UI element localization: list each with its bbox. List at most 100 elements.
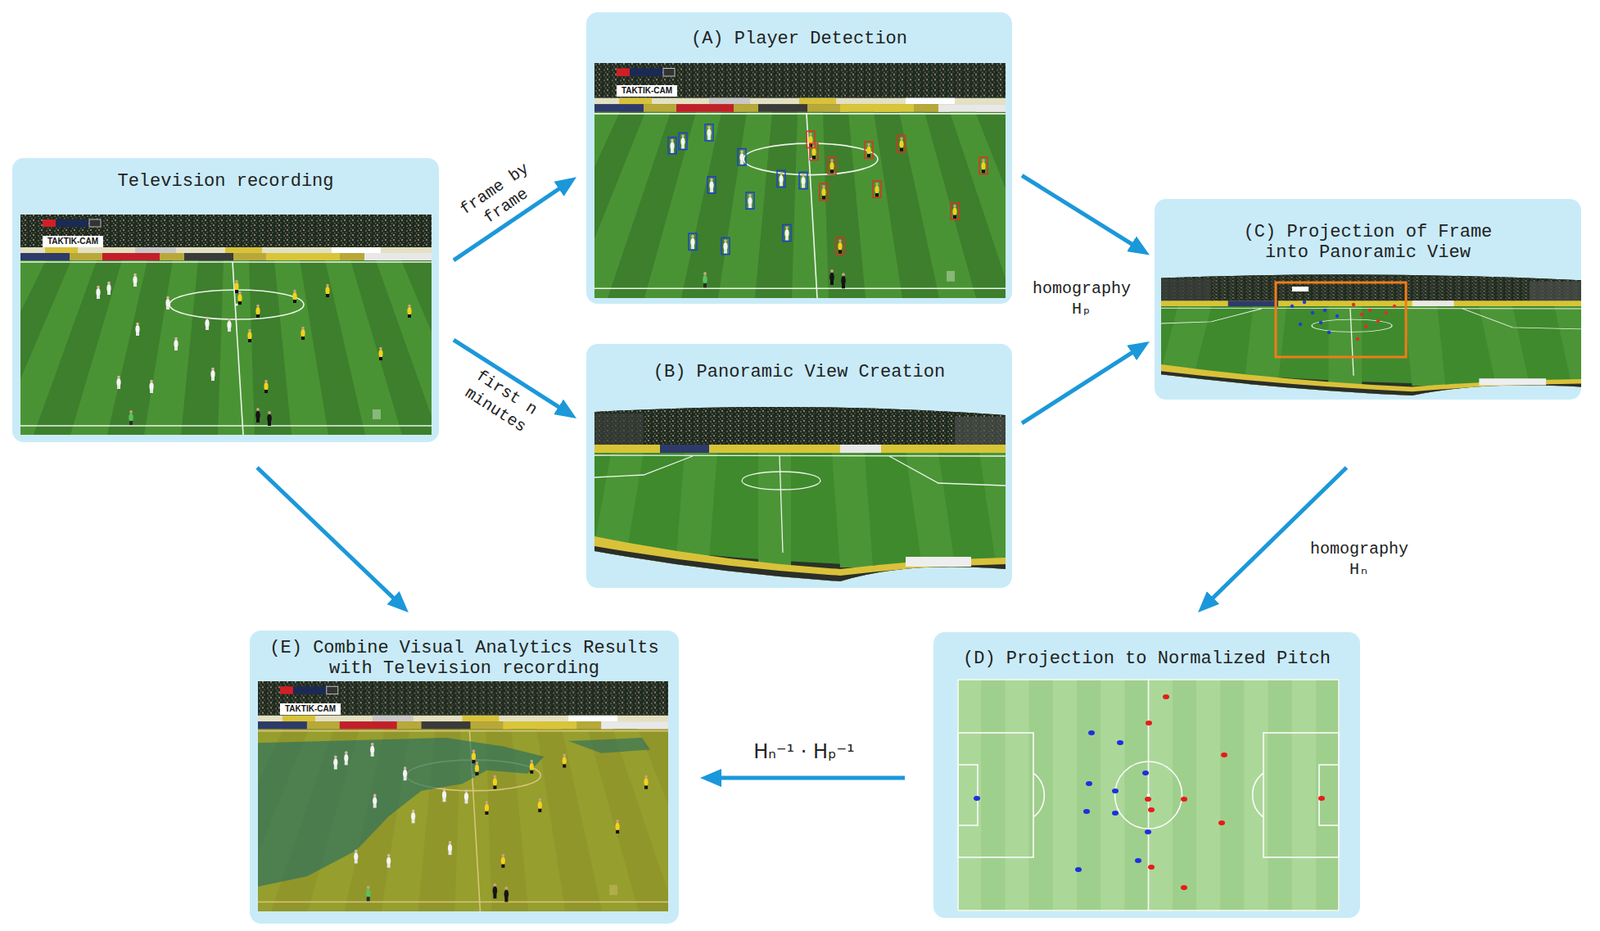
illustration-part bbox=[1351, 302, 1397, 341]
illustration-part bbox=[957, 678, 981, 912]
illustration-part bbox=[1298, 322, 1302, 326]
illustration-part bbox=[1144, 796, 1152, 802]
illustration-part bbox=[1145, 720, 1153, 726]
panel-title: Television recording bbox=[117, 171, 334, 192]
illustration-part bbox=[1290, 304, 1294, 308]
flow-arrow bbox=[257, 467, 398, 603]
detection-frame-image bbox=[594, 63, 1006, 299]
illustration-part bbox=[1351, 302, 1356, 307]
illustration-part bbox=[958, 732, 1034, 858]
illustration-part bbox=[568, 737, 651, 754]
label-anchor: TAKTIK-CAM bbox=[616, 82, 678, 98]
edge-label: frame by frame bbox=[449, 153, 551, 241]
illustration-part bbox=[1180, 885, 1188, 891]
illustration-part bbox=[257, 681, 669, 912]
illustration-part bbox=[1144, 829, 1152, 835]
illustration-part bbox=[594, 405, 1006, 582]
illustration-part bbox=[1162, 694, 1170, 700]
illustration-part bbox=[1053, 678, 1077, 912]
illustration-part bbox=[1263, 732, 1339, 858]
illustration-part bbox=[1196, 678, 1221, 912]
edge-label: Hₙ⁻¹ · Hₚ⁻¹ bbox=[697, 739, 911, 764]
flow-arrow bbox=[714, 775, 905, 780]
illustration-part bbox=[1147, 793, 1151, 797]
illustration-part bbox=[1004, 678, 1029, 912]
illustration-part bbox=[333, 742, 648, 903]
illustration-part bbox=[1088, 730, 1095, 736]
edge-label-anchor: homography Hₚ bbox=[1024, 278, 1139, 320]
broadcast-caption: TAKTIK-CAM bbox=[280, 703, 341, 715]
illustration-part bbox=[1327, 330, 1331, 335]
edge-label-anchor: first n minutes bbox=[455, 361, 547, 441]
illustration-part bbox=[1148, 678, 1173, 912]
broadcast-caption: TAKTIK-CAM bbox=[42, 235, 104, 248]
process-panel: (D) Projection to Normalized Pitch bbox=[933, 632, 1361, 918]
illustration-part bbox=[1323, 308, 1327, 312]
tv-frame-image bbox=[20, 214, 432, 435]
illustration-part bbox=[1083, 809, 1090, 814]
process-panel: (A) Player DetectionTAKTIK-CAM bbox=[586, 12, 1013, 304]
illustration-part bbox=[1275, 282, 1406, 358]
illustration-part bbox=[973, 730, 1152, 873]
illustration-part bbox=[1142, 770, 1149, 776]
illustration-part bbox=[1033, 772, 1045, 818]
illustration-part bbox=[1144, 694, 1325, 891]
normalized-pitch-image bbox=[957, 678, 1340, 912]
illustration-part bbox=[20, 214, 432, 435]
edge-label-anchor: Hₙ⁻¹ · Hₚ⁻¹ bbox=[697, 739, 911, 764]
illustration-part bbox=[1243, 678, 1268, 912]
illustration-part bbox=[1292, 678, 1316, 912]
illustration-part bbox=[1318, 795, 1325, 801]
illustration-part bbox=[1392, 304, 1397, 308]
illustration-part bbox=[1148, 864, 1155, 870]
panorama-image bbox=[594, 405, 1006, 582]
process-panel: Television recordingTAKTIK-CAM bbox=[12, 158, 439, 443]
edge-label: homography Hₙ bbox=[1301, 538, 1417, 580]
label-anchor: TAKTIK-CAM bbox=[280, 700, 341, 716]
illustration-part bbox=[1085, 781, 1093, 787]
illustration-part bbox=[1290, 300, 1339, 335]
illustration-part bbox=[1100, 678, 1125, 912]
illustration-part bbox=[1319, 764, 1339, 826]
illustration-part bbox=[594, 63, 1006, 299]
illustration-part bbox=[957, 678, 1340, 912]
illustration-part bbox=[1111, 788, 1119, 794]
illustration-part bbox=[1115, 761, 1183, 829]
illustration-part bbox=[1364, 325, 1368, 329]
illustration-part bbox=[958, 678, 1339, 912]
illustration-part bbox=[1075, 867, 1082, 873]
flow-arrow bbox=[1021, 175, 1138, 248]
illustration-part bbox=[1111, 810, 1119, 816]
illustration-part bbox=[669, 125, 986, 289]
process-panel: (E) Combine Visual Analytics Results wit… bbox=[249, 630, 679, 924]
illustration-part bbox=[958, 679, 1339, 911]
illustration-part bbox=[1376, 319, 1380, 323]
panel-title: (B) Panoramic View Creation bbox=[653, 361, 945, 383]
illustration-part bbox=[1292, 286, 1309, 292]
edge-label-anchor: frame by frame bbox=[449, 153, 551, 241]
illustration-part bbox=[1368, 308, 1372, 312]
panel-title: (D) Projection to Normalized Pitch bbox=[962, 648, 1331, 669]
illustration-part bbox=[1252, 772, 1264, 818]
illustration-part bbox=[1302, 300, 1307, 304]
illustration-part bbox=[1148, 807, 1155, 813]
process-panel: (B) Panoramic View Creation bbox=[586, 343, 1013, 588]
edge-label: homography Hₚ bbox=[1024, 278, 1139, 320]
panel-title: (A) Player Detection bbox=[691, 28, 908, 50]
illustration-part bbox=[668, 124, 988, 255]
broadcast-caption: TAKTIK-CAM bbox=[616, 85, 678, 97]
flow-arrow bbox=[1208, 467, 1347, 602]
illustration-part bbox=[257, 737, 544, 887]
flow-arrow bbox=[1021, 349, 1138, 424]
illustration-part bbox=[1384, 311, 1388, 315]
edge-label-anchor: homography Hₙ bbox=[1301, 538, 1417, 580]
illustration-part bbox=[1116, 740, 1124, 746]
panel-title: (E) Combine Visual Analytics Results wit… bbox=[259, 637, 669, 680]
illustration-part bbox=[257, 728, 669, 912]
panel-title: (C) Projection of Frame into Panoramic V… bbox=[1229, 221, 1508, 264]
panorama-projection-image bbox=[1161, 273, 1582, 396]
illustration-part bbox=[1180, 796, 1188, 802]
illustration-part bbox=[1220, 752, 1228, 758]
illustration-part bbox=[1134, 858, 1142, 864]
